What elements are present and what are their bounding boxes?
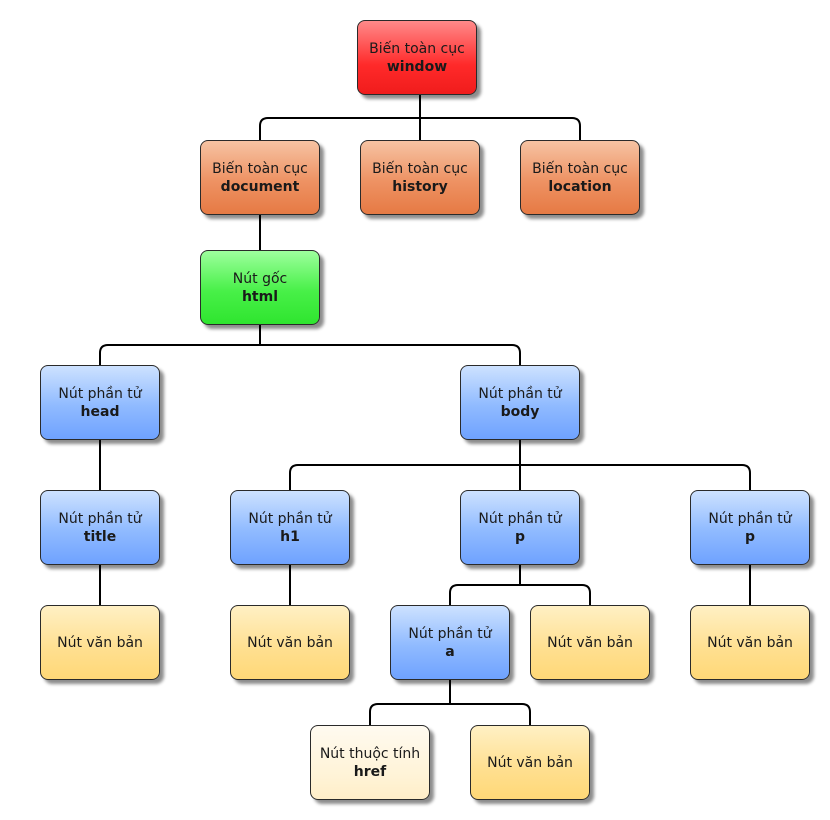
node-body-name: body [500, 403, 540, 420]
link-p1-children [449, 565, 591, 605]
node-document-type: Biến toàn cục [212, 160, 308, 177]
node-text-a: Nút văn bản [470, 725, 590, 800]
node-location-type: Biến toàn cục [532, 160, 628, 177]
node-head: Nút phần tử head [40, 365, 160, 440]
node-location-name: location [548, 178, 612, 195]
node-text-a-type: Nút văn bản [487, 754, 573, 771]
node-h1: Nút phần tử h1 [230, 490, 350, 565]
node-text-h1: Nút văn bản [230, 605, 350, 680]
node-html-type: Nút gốc [232, 270, 288, 287]
node-text-title: Nút văn bản [40, 605, 160, 680]
node-document: Biến toàn cục document [200, 140, 320, 215]
node-head-type: Nút phần tử [58, 385, 142, 402]
node-text-p2-type: Nút văn bản [707, 634, 793, 651]
node-html: Nút gốc html [200, 250, 320, 325]
node-text-p1-type: Nút văn bản [547, 634, 633, 651]
link-html-children [99, 325, 521, 365]
node-body-type: Nút phần tử [478, 385, 562, 402]
node-href: Nút thuộc tính href [310, 725, 430, 800]
node-text-p2: Nút văn bản [690, 605, 810, 680]
node-location: Biến toàn cục location [520, 140, 640, 215]
node-p1-name: p [514, 528, 526, 545]
node-a-name: a [445, 643, 455, 660]
node-title-name: title [83, 528, 117, 545]
link-window-children [259, 95, 581, 140]
node-window: Biến toàn cục window [357, 20, 477, 95]
node-history-type: Biến toàn cục [372, 160, 468, 177]
node-history: Biến toàn cục history [360, 140, 480, 215]
node-p2: Nút phần tử p [690, 490, 810, 565]
node-href-name: href [353, 763, 387, 780]
node-document-name: document [220, 178, 300, 195]
node-text-h1-type: Nút văn bản [247, 634, 333, 651]
node-a: Nút phần tử a [390, 605, 510, 680]
node-p1-type: Nút phần tử [478, 510, 562, 527]
node-p1: Nút phần tử p [460, 490, 580, 565]
link-body-children [289, 440, 751, 490]
node-text-title-type: Nút văn bản [57, 634, 143, 651]
node-window-name: window [386, 58, 448, 75]
node-h1-name: h1 [280, 528, 300, 545]
node-title: Nút phần tử title [40, 490, 160, 565]
link-a-children [369, 680, 531, 725]
node-href-type: Nút thuộc tính [319, 745, 421, 762]
node-body: Nút phần tử body [460, 365, 580, 440]
node-html-name: html [241, 288, 279, 305]
node-a-type: Nút phần tử [408, 625, 492, 642]
node-p2-type: Nút phần tử [708, 510, 792, 527]
node-title-type: Nút phần tử [58, 510, 142, 527]
node-p2-name: p [744, 528, 756, 545]
node-h1-type: Nút phần tử [248, 510, 332, 527]
node-head-name: head [80, 403, 120, 420]
node-history-name: history [392, 178, 448, 195]
node-window-type: Biến toàn cục [369, 40, 465, 57]
node-text-p1: Nút văn bản [530, 605, 650, 680]
